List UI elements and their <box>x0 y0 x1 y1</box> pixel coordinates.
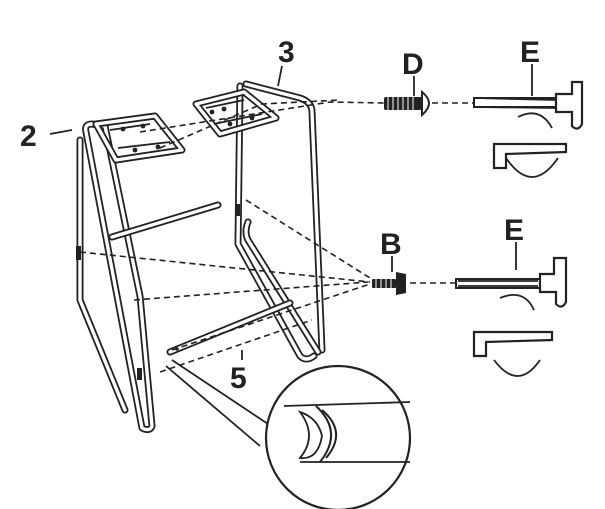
right-frame <box>192 80 326 363</box>
crossbar-upper <box>108 201 222 241</box>
leader-lines <box>49 64 533 360</box>
crossbar-lower <box>166 299 294 356</box>
t-handle-hex-key-icon <box>473 80 584 178</box>
left-frame <box>76 112 186 434</box>
callout-d: D <box>402 48 424 81</box>
t-handle-hex-key-icon-lower <box>455 256 568 377</box>
callout-2: 2 <box>20 120 37 153</box>
callout-3: 3 <box>278 36 295 69</box>
callout-5: 5 <box>230 362 247 395</box>
long-bolt-icon <box>384 89 430 118</box>
assembly-guide-lines <box>79 99 474 373</box>
countersunk-bolt-icon <box>372 272 406 295</box>
callout-e-top: E <box>520 36 540 69</box>
callout-e-bottom: E <box>504 214 524 247</box>
magnified-tube-end-icon <box>165 359 412 509</box>
callout-b: B <box>380 228 402 261</box>
